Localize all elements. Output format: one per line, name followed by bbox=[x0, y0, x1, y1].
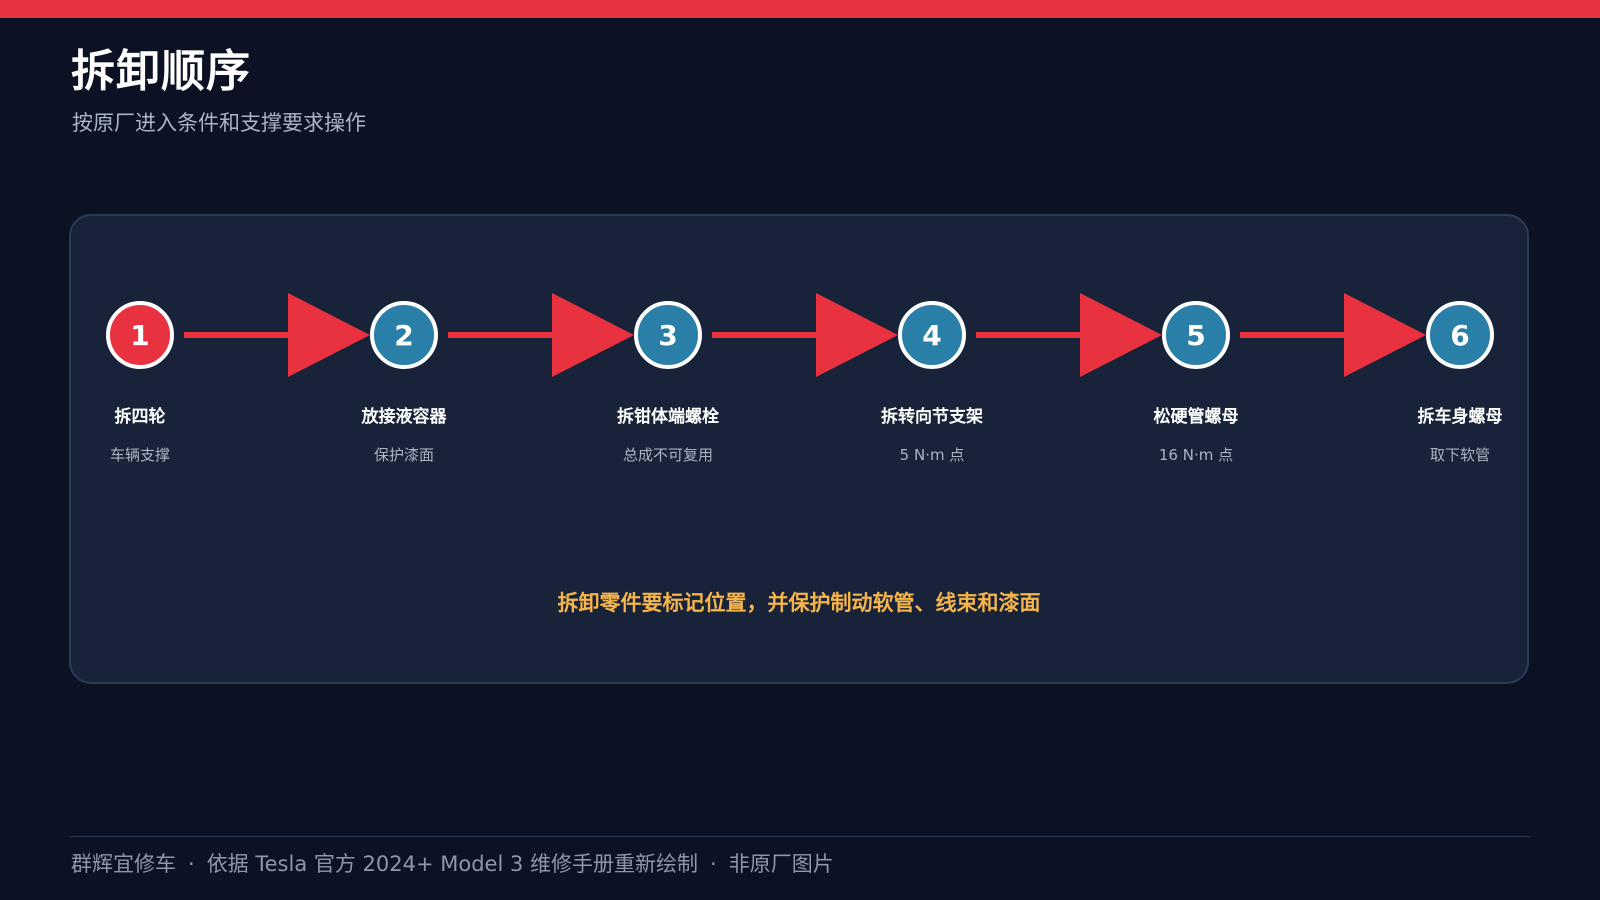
footer-source: 依据 Tesla 官方 2024+ Model 3 维修手册重新绘制 bbox=[206, 852, 699, 876]
step-title: 放接液容器 bbox=[361, 407, 447, 427]
step-node: 1 bbox=[106, 301, 174, 369]
right-arrow-icon bbox=[184, 293, 370, 377]
step-number: 3 bbox=[658, 319, 677, 352]
step-title: 拆四轮 bbox=[114, 407, 166, 427]
step-title: 松硬管螺母 bbox=[1153, 407, 1239, 427]
step-circle bbox=[370, 301, 438, 369]
step-title: 拆车身螺母 bbox=[1417, 407, 1503, 427]
step-title: 拆钳体端螺栓 bbox=[617, 407, 719, 427]
footer-brand: 群辉宜修车 bbox=[71, 852, 176, 876]
footer: 群辉宜修车 · 依据 Tesla 官方 2024+ Model 3 维修手册重新绘制… bbox=[71, 850, 834, 878]
step-number: 6 bbox=[1450, 319, 1469, 352]
right-arrow-icon bbox=[712, 293, 898, 377]
arrowhead bbox=[552, 293, 634, 377]
arrowhead bbox=[1080, 293, 1162, 377]
page-title: 拆卸顺序 bbox=[71, 46, 251, 97]
step-number: 1 bbox=[130, 319, 149, 352]
step-note: 车辆支撑 bbox=[109, 446, 170, 464]
top-accent-bar bbox=[0, 0, 1600, 18]
step-node: 4 bbox=[898, 301, 966, 369]
step-node: 2 bbox=[370, 301, 438, 369]
step-note: 保护漆面 bbox=[373, 446, 434, 464]
arrowhead bbox=[816, 293, 898, 377]
step-note: 16 N·m 点 bbox=[1158, 446, 1234, 464]
arrowhead bbox=[288, 293, 370, 377]
step-circle bbox=[1426, 301, 1494, 369]
step-note: 5 N·m 点 bbox=[899, 446, 965, 464]
step-node: 5 bbox=[1162, 301, 1230, 369]
step-note: 总成不可复用 bbox=[622, 446, 713, 464]
step-circle bbox=[1162, 301, 1230, 369]
footer-separator: · bbox=[710, 852, 717, 876]
footer-disclaimer: 非原厂图片 bbox=[728, 852, 834, 876]
right-arrow-icon bbox=[448, 293, 634, 377]
step-note: 取下软管 bbox=[1429, 446, 1490, 464]
footer-separator: · bbox=[188, 852, 195, 876]
page-subtitle: 按原厂进入条件和支撑要求操作 bbox=[72, 111, 366, 135]
step-number: 4 bbox=[922, 319, 941, 352]
step-circle bbox=[634, 301, 702, 369]
step-node: 6 bbox=[1426, 301, 1494, 369]
arrowhead bbox=[1344, 293, 1426, 377]
right-arrow-icon bbox=[976, 293, 1162, 377]
footer-divider bbox=[70, 836, 1530, 837]
step-number: 2 bbox=[394, 319, 413, 352]
warning-note: 拆卸零件要标记位置，并保护制动软管、线束和漆面 bbox=[557, 591, 1041, 615]
step-number: 5 bbox=[1186, 319, 1205, 352]
flow-panel bbox=[69, 214, 1529, 684]
step-title: 拆转向节支架 bbox=[881, 407, 983, 427]
step-circle bbox=[898, 301, 966, 369]
right-arrow-icon bbox=[1240, 293, 1426, 377]
step-node: 3 bbox=[634, 301, 702, 369]
step-circle bbox=[106, 301, 174, 369]
